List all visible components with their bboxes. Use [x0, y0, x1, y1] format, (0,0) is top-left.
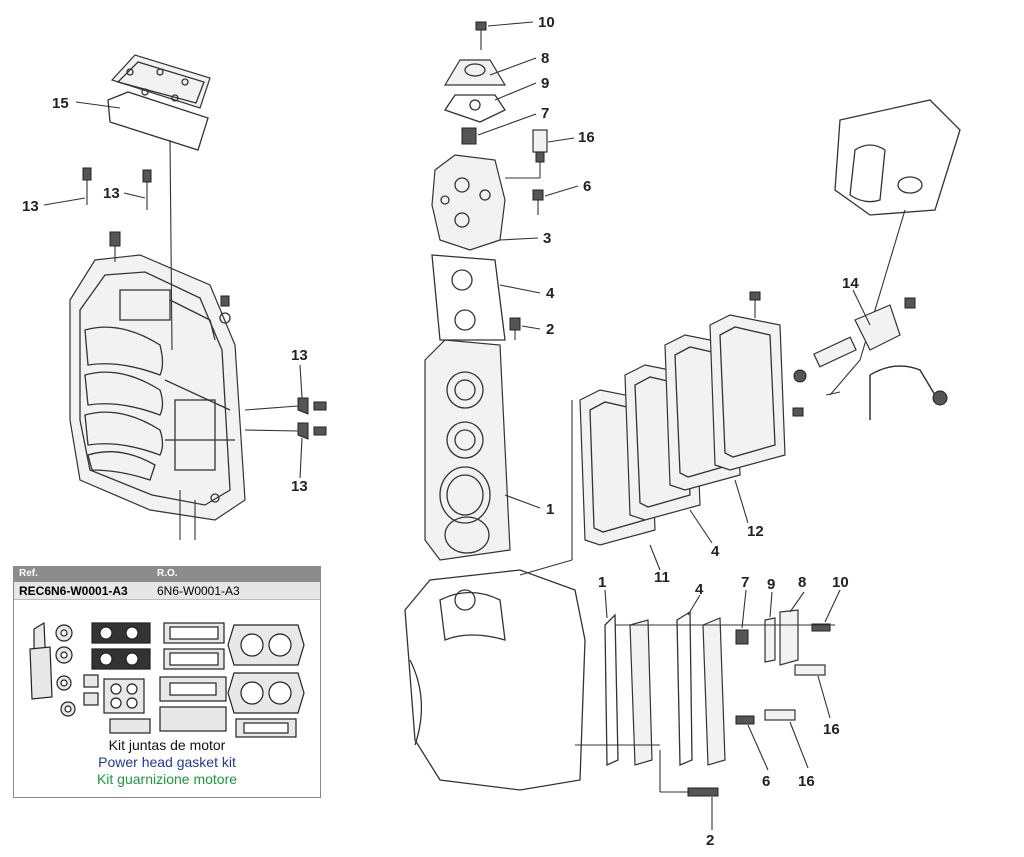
callout-1: 1: [546, 501, 554, 518]
callout-8: 8: [798, 574, 806, 591]
callout-7: 7: [741, 574, 749, 591]
callout-4: 4: [546, 285, 555, 302]
ro-value: 6N6-W0001-A3: [157, 584, 240, 598]
callout-16: 16: [578, 129, 595, 146]
callout-16: 16: [798, 773, 815, 790]
leader-lines: [43, 21, 871, 830]
cylinder-block-drawing: [69, 54, 327, 540]
callout-13: 13: [291, 347, 308, 364]
kit-name-english: Power head gasket kit: [98, 754, 236, 770]
callout-6: 6: [583, 178, 591, 195]
callout-13: 13: [103, 185, 120, 202]
kit-name-spanish: Kit juntas de motor: [108, 737, 226, 753]
kit-reference-row: REC6N6-W0001-A3 6N6-W0001-A3: [14, 582, 320, 600]
callout-7: 7: [541, 105, 549, 122]
callout-13: 13: [291, 478, 308, 495]
callout-3: 3: [543, 230, 551, 247]
gasket-kit-image: [29, 621, 305, 738]
exhaust-cover-drawing: [579, 291, 804, 546]
ro-label: R.O.: [157, 568, 178, 579]
callout-11: 11: [654, 569, 670, 586]
ref-label: Ref.: [19, 568, 38, 579]
water-hose-drawing: [793, 99, 961, 420]
callout-1: 1: [598, 574, 606, 591]
side-view-drawing: [575, 609, 835, 797]
kit-name-italian: Kit guarnizione motore: [96, 771, 238, 787]
callout-14: 14: [842, 275, 859, 292]
cylinder-head-drawing: [404, 21, 586, 791]
callout-8: 8: [541, 50, 549, 67]
callout-9: 9: [541, 75, 549, 92]
callout-9: 9: [767, 576, 775, 593]
kit-header: Ref. R.O.: [14, 567, 320, 582]
gasket-kit-box: Ref. R.O. REC6N6-W0001-A3 6N6-W0001-A3: [13, 566, 321, 798]
callout-4: 4: [695, 581, 704, 598]
callout-labels: 15 13 13 13 13 10 8 9 7 16 6 3 4 2 14 1 …: [22, 14, 859, 849]
callout-15: 15: [52, 95, 69, 112]
callout-10: 10: [538, 14, 555, 31]
callout-10: 10: [832, 574, 849, 591]
callout-12: 12: [747, 523, 764, 540]
callout-2: 2: [706, 832, 714, 849]
callout-6: 6: [762, 773, 770, 790]
callout-4: 4: [711, 543, 720, 560]
callout-13: 13: [22, 198, 39, 215]
callout-16: 16: [823, 721, 840, 738]
callout-2: 2: [546, 321, 554, 338]
ref-value: REC6N6-W0001-A3: [19, 584, 128, 598]
